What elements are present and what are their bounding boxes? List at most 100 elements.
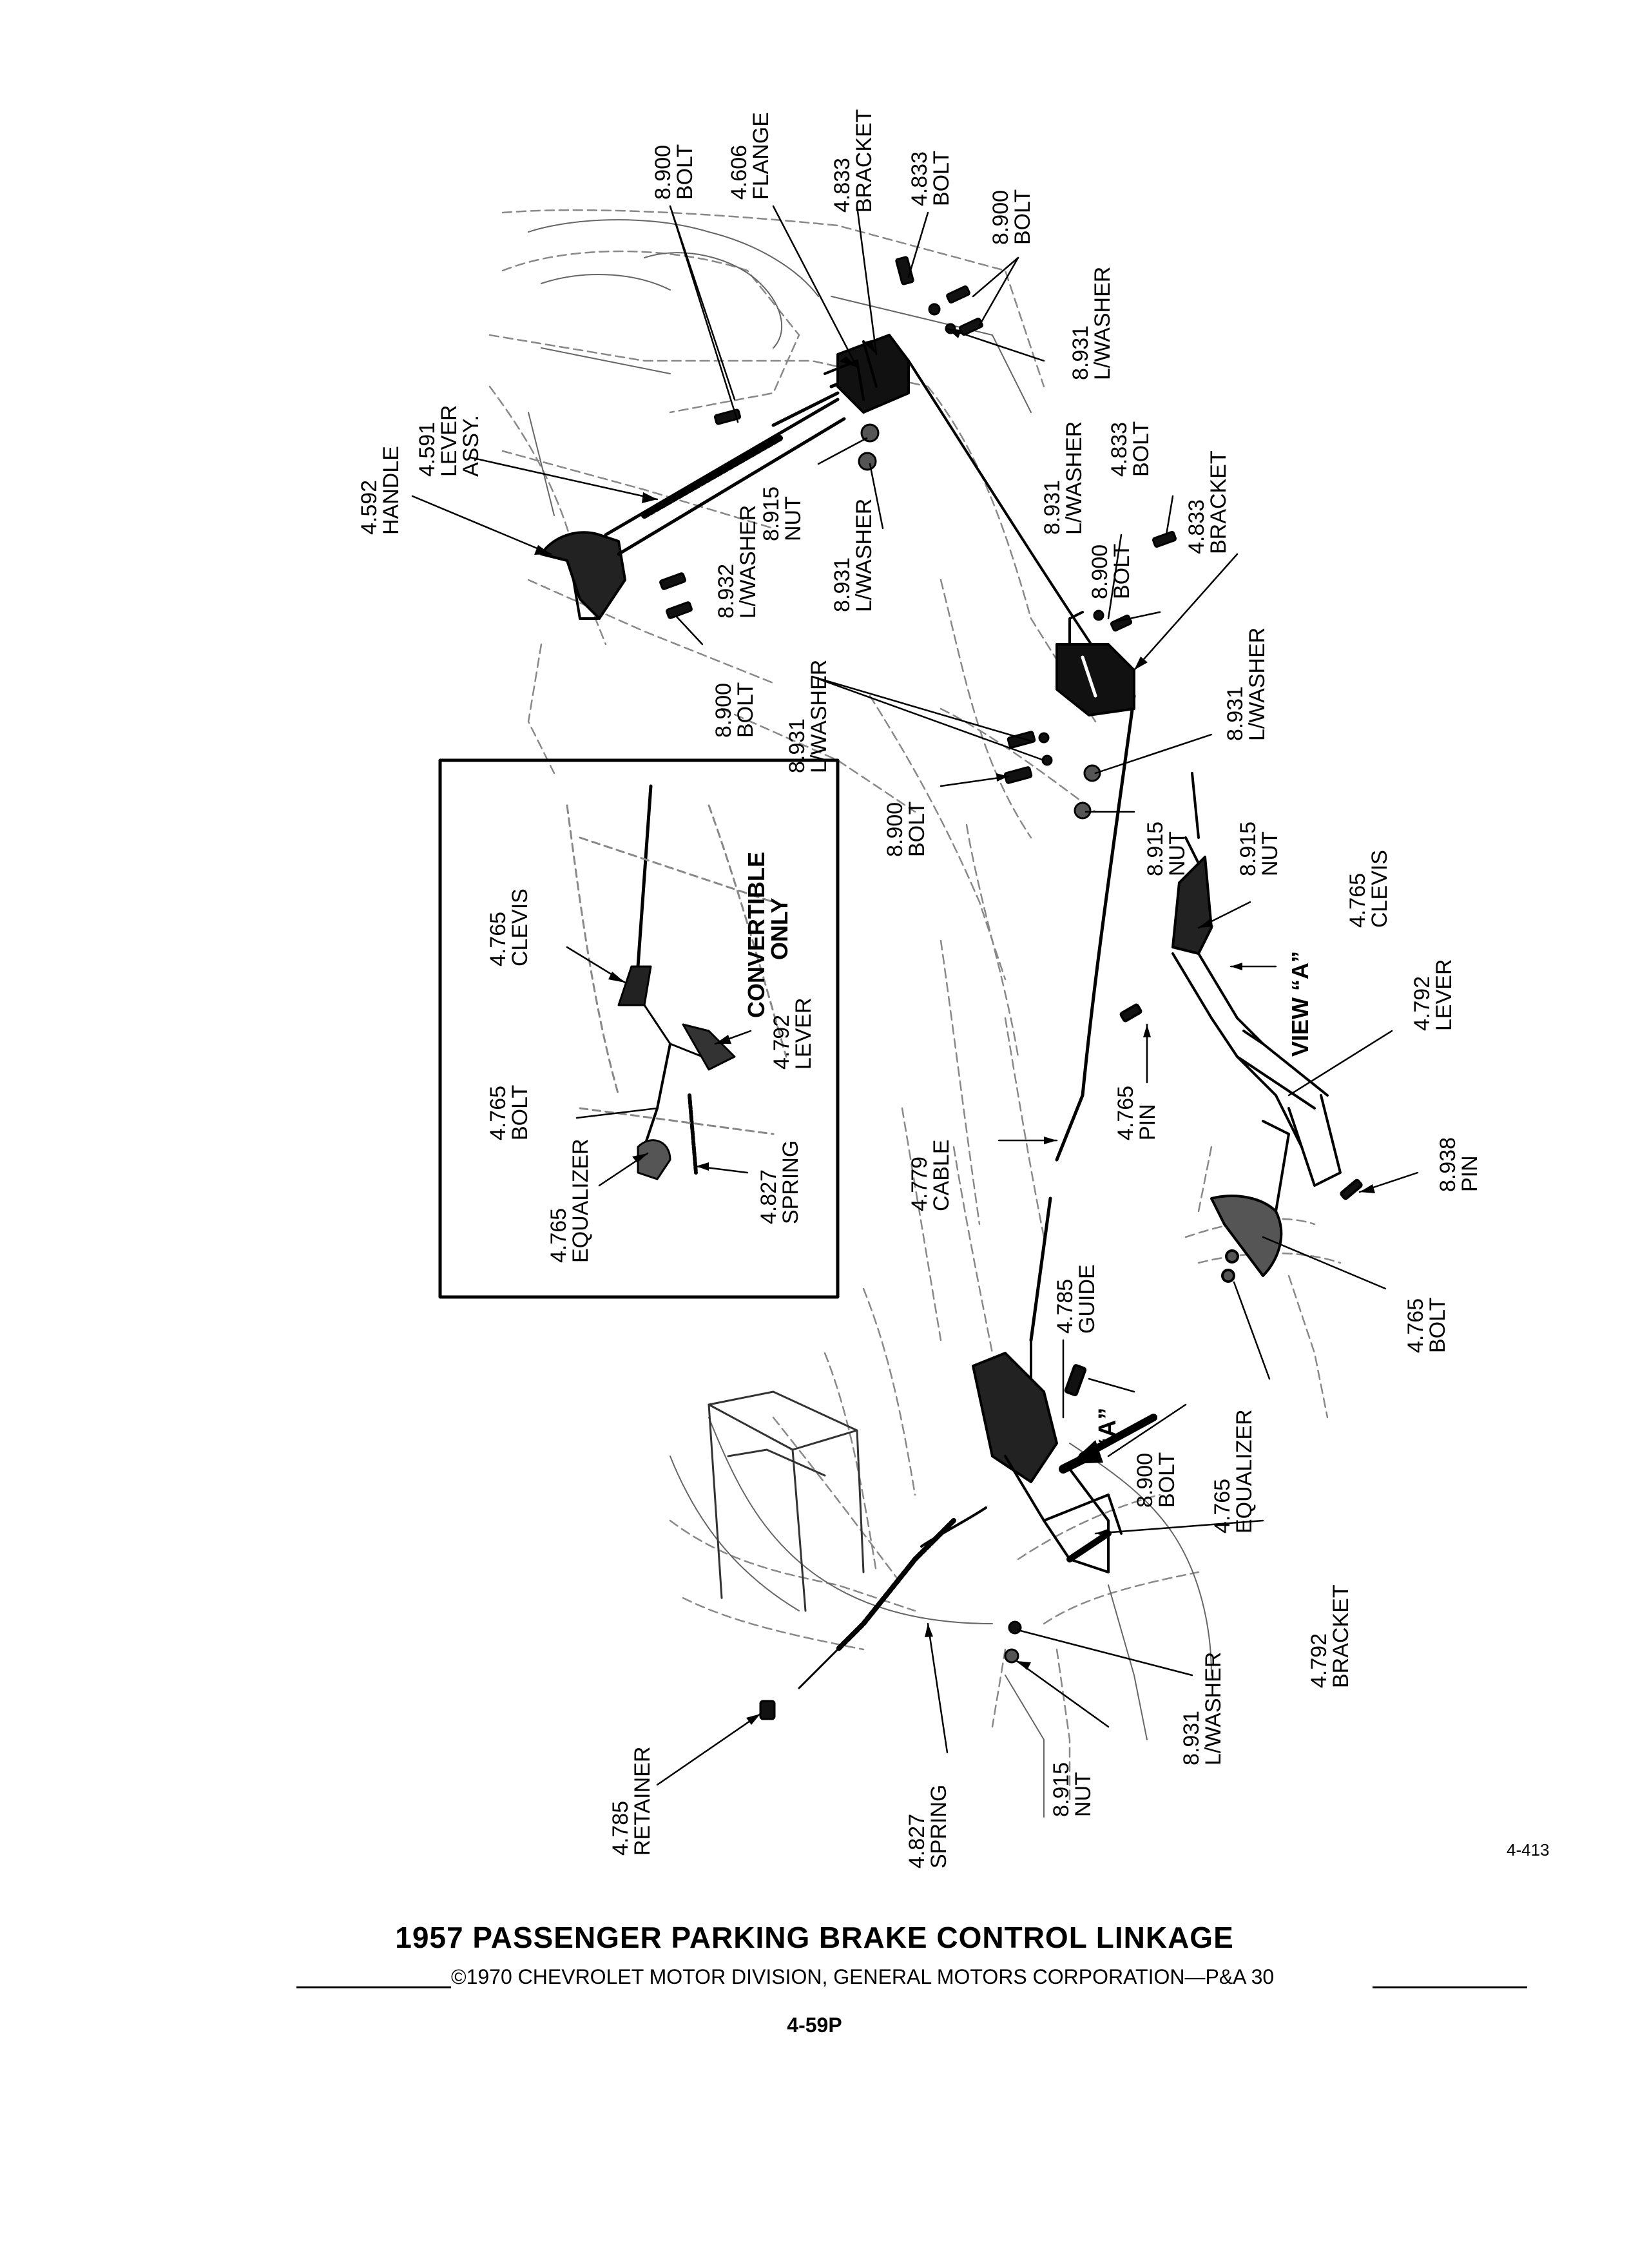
label-part-number: 8.931: [830, 557, 854, 612]
main-cable-lower: [1029, 694, 1136, 1342]
label-part-name: LEVER: [437, 405, 461, 477]
callout-leaders: [411, 205, 1419, 1786]
convertible-line-2: ONLY: [766, 898, 793, 960]
label-part-number: 8.931: [1223, 686, 1248, 741]
label-view-a: VIEW “A”: [1287, 950, 1313, 1057]
label-part-number: 4.785: [608, 1800, 633, 1856]
label-part-number: 8.932: [714, 563, 738, 619]
inset-arrowheads: [608, 972, 731, 1171]
label-part-name: L/WASHER: [1201, 1651, 1226, 1765]
arrow-a-text: “A”: [1094, 1407, 1121, 1450]
label-part-number: 8.931: [1068, 325, 1093, 380]
floor-pan-outline: [670, 1417, 1212, 1818]
bracket-mid-part: [1055, 611, 1135, 716]
label-part-number: 4.827: [905, 1813, 929, 1869]
label-part-name: NUT: [1165, 831, 1190, 876]
lower-spring: [798, 1518, 956, 1689]
label-part-name: LEVER: [791, 997, 816, 1070]
bracket-top-part: [824, 334, 910, 414]
label-part-name: L/WASHER: [1245, 627, 1269, 741]
label-part-number: 8.900: [988, 189, 1013, 245]
label-part-number: 4.765: [1403, 1298, 1428, 1353]
label-part-name: NUT: [781, 496, 805, 541]
label-part-number: 8.915: [759, 486, 784, 541]
view-a-title: VIEW “A”: [1287, 950, 1313, 1057]
label-arrow-a: “A”: [1094, 1407, 1121, 1450]
label-part-number: 8.900: [883, 802, 907, 857]
label-part-name: BOLT: [1010, 189, 1035, 245]
label-part-name: BRACKET: [1206, 450, 1231, 554]
label-part-number: 4.792: [1410, 975, 1434, 1031]
label-part-name: L/WASHER: [807, 659, 831, 773]
label-part-number: 8.900: [651, 144, 675, 200]
label-part-name: GUIDE: [1075, 1264, 1099, 1334]
label-part-name: HANDLE: [379, 446, 403, 535]
label-part-name: BOLT: [673, 144, 697, 200]
label-part-name: BRACKET: [1329, 1584, 1353, 1688]
label-part-number: 4.606: [727, 144, 751, 200]
rule-left: [296, 1986, 451, 1988]
label-part-name: FLANGE: [749, 111, 773, 200]
label-part-number: 4.833: [830, 157, 854, 213]
label-part-name: BOLT: [508, 1084, 532, 1140]
label-part-number: 8.915: [1049, 1762, 1074, 1817]
label-part-number: 8.915: [1143, 821, 1168, 876]
label-part-name: BOLT: [1129, 421, 1153, 477]
label-part-name: LEVER: [1432, 959, 1456, 1032]
figure-reference: 4-413: [1507, 1840, 1550, 1860]
label-part-number: 4.779: [907, 1156, 932, 1211]
label-part-number: 4.792: [1307, 1633, 1331, 1688]
label-part-name: BOLT: [733, 682, 758, 738]
label-part-number: 8.900: [1133, 1452, 1157, 1508]
page-title: 1957 PASSENGER PARKING BRAKE CONTROL LIN…: [395, 1921, 1234, 1954]
label-part-name: L/WASHER: [1090, 266, 1115, 380]
label-part-number: 4.765: [546, 1207, 571, 1263]
label-part-number: 8.931: [785, 718, 809, 773]
label-part-number: 4.833: [907, 151, 932, 206]
label-part-number: 4.765: [1210, 1478, 1235, 1533]
copyright-line: ©1970 CHEVROLET MOTOR DIVISION, GENERAL …: [451, 1965, 1275, 1988]
label-part-name: NUT: [1071, 1772, 1095, 1817]
label-part-name: ASSY.: [459, 415, 483, 477]
handle-part: [540, 531, 626, 620]
label-part-name: BOLT: [929, 150, 954, 206]
label-part-name: PIN: [1135, 1104, 1160, 1140]
label-part-name: BOLT: [905, 801, 929, 857]
callout-arrowheads: [534, 329, 1375, 1725]
rule-right: [1373, 1986, 1527, 1988]
label-part-name: EQUALIZER: [1232, 1409, 1257, 1533]
label-part-number: 8.915: [1236, 821, 1260, 876]
label-part-number: 4.591: [415, 421, 439, 477]
label-part-number: 8.900: [711, 682, 736, 738]
label-part-name: L/WASHER: [736, 505, 760, 619]
label-part-number: 4.765: [486, 911, 510, 966]
